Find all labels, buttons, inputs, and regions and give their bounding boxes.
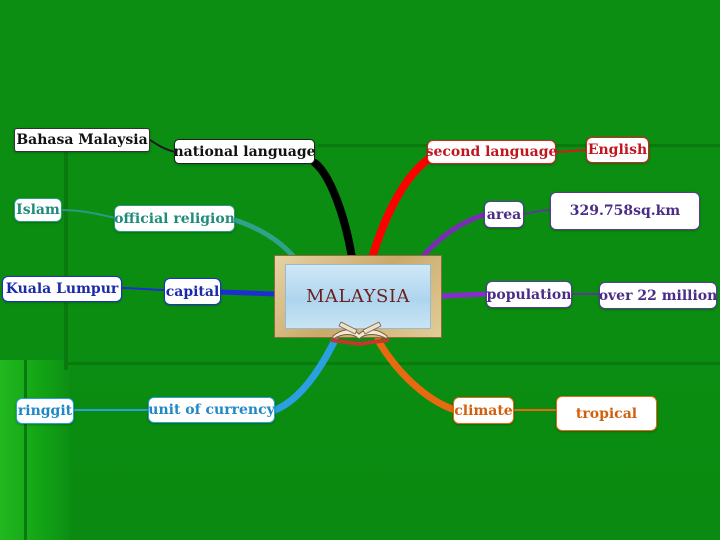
node-ringgit[interactable]: ringgit	[16, 398, 74, 424]
connector-unit-of-currency	[271, 336, 339, 414]
connector-population	[439, 291, 490, 299]
connector-bahasa-malaysia	[149, 139, 177, 153]
node-area-label: area	[486, 206, 522, 223]
node-climate-label: climate	[454, 402, 513, 419]
connector-climate	[374, 336, 459, 414]
node-area[interactable]: area	[484, 201, 524, 228]
node-kuala-lumpur[interactable]: Kuala Lumpur	[2, 276, 122, 302]
node-area-value-label: 329.758sq.km	[569, 203, 681, 219]
central-topic[interactable]: MALAYSIA	[274, 255, 442, 338]
node-capital-label: capital	[165, 283, 220, 300]
node-population-label: population	[486, 286, 572, 303]
background-rule	[64, 150, 68, 370]
node-population[interactable]: population	[486, 281, 572, 308]
central-topic-title: MALAYSIA	[306, 286, 410, 307]
connector-islam	[61, 209, 117, 219]
node-official-religion[interactable]: official religion	[114, 205, 235, 232]
node-english[interactable]: English	[586, 137, 649, 163]
node-area-value[interactable]: 329.758sq.km	[550, 192, 700, 230]
connector-kuala-lumpur	[121, 287, 166, 291]
node-capital[interactable]: capital	[164, 278, 221, 305]
node-bahasa-malaysia-label: Bahasa Malaysia	[16, 132, 148, 148]
open-book-icon	[331, 321, 389, 346]
background-highlight	[0, 360, 70, 540]
node-climate[interactable]: climate	[453, 397, 514, 424]
node-official-religion-label: official religion	[114, 210, 235, 227]
node-second-language-label: second language	[425, 144, 558, 160]
connector-area-value	[523, 209, 552, 215]
node-islam[interactable]: Islam	[14, 198, 62, 222]
node-islam-label: Islam	[16, 202, 60, 218]
node-unit-of-currency[interactable]: unit of currency	[148, 397, 275, 423]
node-bahasa-malaysia[interactable]: Bahasa Malaysia	[14, 128, 150, 152]
node-unit-of-currency-label: unit of currency	[148, 402, 275, 418]
node-kuala-lumpur-label: Kuala Lumpur	[5, 281, 119, 297]
background-rule	[24, 360, 27, 540]
node-english-label: English	[587, 142, 648, 158]
connector-english	[555, 149, 589, 153]
connector-capital	[217, 289, 279, 297]
node-tropical[interactable]: tropical	[556, 396, 657, 431]
node-national-language-label: national language	[173, 143, 316, 160]
node-second-language[interactable]: second language	[425, 140, 558, 164]
node-national-language[interactable]: national language	[173, 139, 316, 164]
connector-national-language	[311, 159, 356, 262]
connector-second-language	[368, 154, 434, 262]
node-tropical-label: tropical	[575, 405, 638, 422]
node-population-value[interactable]: over 22 million	[599, 282, 717, 309]
central-topic-panel: MALAYSIA	[285, 264, 431, 329]
node-population-value-label: over 22 million	[598, 287, 718, 304]
node-ringgit-label: ringgit	[17, 403, 73, 419]
